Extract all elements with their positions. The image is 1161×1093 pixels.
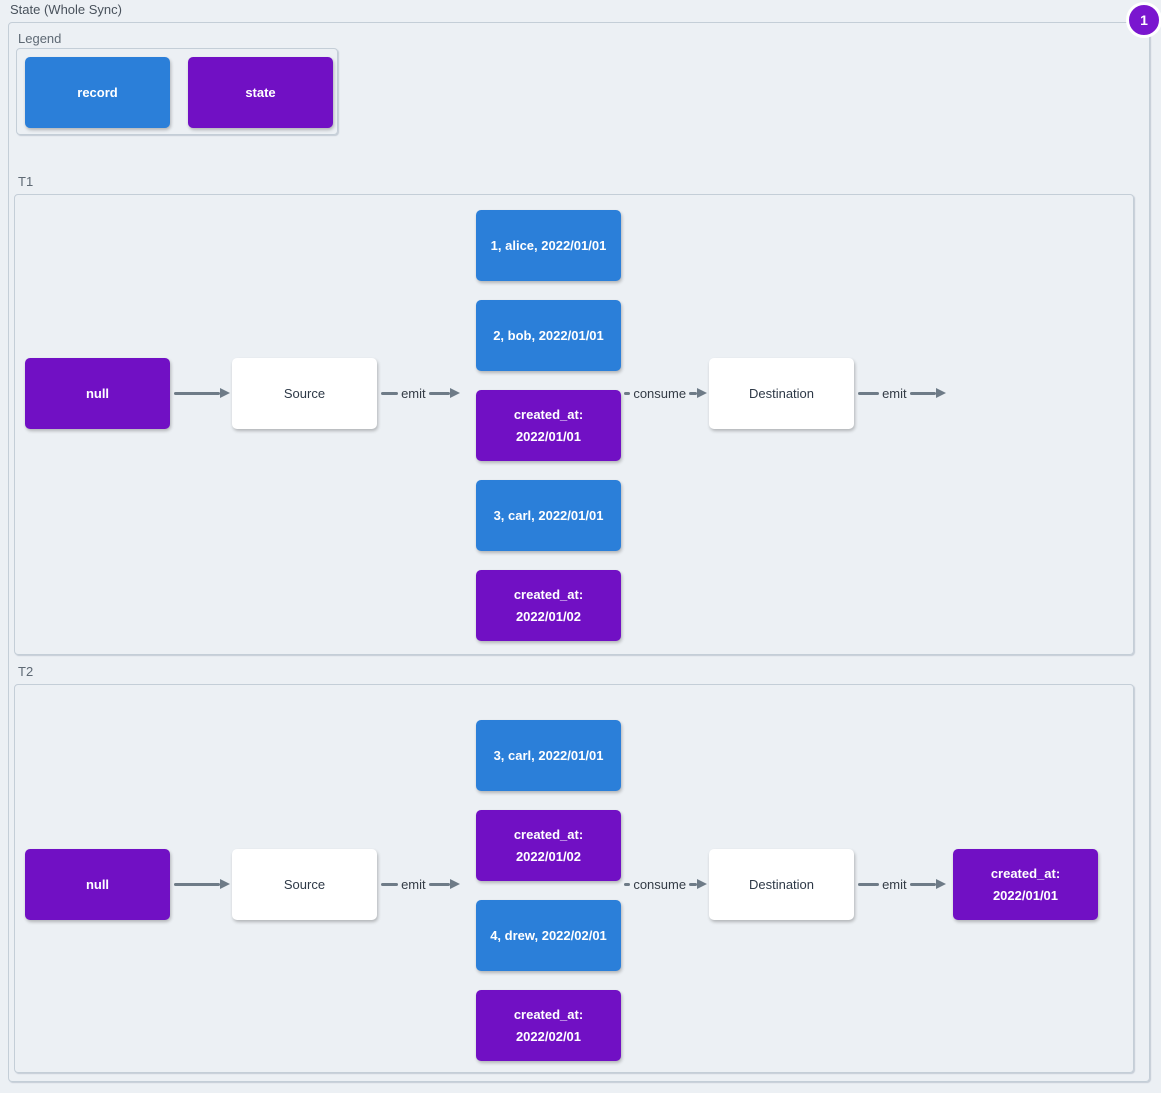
edge-label: consume	[633, 385, 687, 401]
legend-label: Legend	[18, 31, 62, 46]
record-node: 4, drew, 2022/02/01	[476, 900, 621, 971]
edge-line	[428, 882, 450, 886]
edge-line	[689, 882, 697, 886]
section-container-t1	[14, 194, 1134, 655]
record-node: 2, bob, 2022/01/01	[476, 300, 621, 371]
state-node: created_at: 2022/01/02	[476, 810, 621, 881]
arrowhead-icon	[697, 388, 707, 398]
state-node: created_at: 2022/01/02	[476, 570, 621, 641]
arrowhead-icon	[450, 388, 460, 398]
legend-record-node: record	[25, 57, 170, 128]
edge-label: emit	[401, 385, 426, 401]
edge-emit-in: emit	[381, 876, 460, 892]
edge-consume: consume	[624, 385, 707, 401]
edge-line	[428, 391, 450, 395]
record-node: 1, alice, 2022/01/01	[476, 210, 621, 281]
arrowhead-icon	[450, 879, 460, 889]
outer-container	[8, 22, 1150, 1082]
page-title: State (Whole Sync)	[10, 2, 122, 17]
edge-line	[174, 391, 220, 395]
edge-emit-out: emit	[858, 876, 946, 892]
arrowhead-icon	[697, 879, 707, 889]
legend-container	[16, 48, 338, 135]
edge-label: consume	[633, 876, 687, 892]
edge-arrow	[174, 385, 230, 401]
null-state-node: null	[25, 358, 170, 429]
edge-line	[909, 882, 936, 886]
edge-line	[381, 391, 399, 395]
annotation-badge: 1	[1126, 2, 1161, 38]
section-label: T1	[18, 174, 34, 189]
edge-emit-in: emit	[381, 385, 460, 401]
null-state-node: null	[25, 849, 170, 920]
edge-line	[858, 391, 880, 395]
destination-node: Destination	[709, 358, 854, 429]
emitted-state-node: created_at: 2022/01/01	[953, 849, 1098, 920]
arrowhead-icon	[220, 388, 230, 398]
edge-consume: consume	[624, 876, 707, 892]
legend-state-node: state	[188, 57, 333, 128]
edge-line	[381, 882, 399, 886]
state-node: created_at: 2022/02/01	[476, 990, 621, 1061]
edge-line	[174, 882, 220, 886]
edge-label: emit	[401, 876, 426, 892]
edge-emit-out: emit	[858, 385, 946, 401]
edge-line	[624, 391, 631, 395]
edge-label: emit	[882, 385, 907, 401]
arrowhead-icon	[220, 879, 230, 889]
edge-arrow	[174, 876, 230, 892]
destination-node: Destination	[709, 849, 854, 920]
edge-line	[689, 391, 697, 395]
section-container-t2	[14, 684, 1134, 1073]
section-label: T2	[18, 664, 34, 679]
edge-line	[909, 391, 936, 395]
edge-label: emit	[882, 876, 907, 892]
arrowhead-icon	[936, 388, 946, 398]
source-node: Source	[232, 358, 377, 429]
state-node: created_at: 2022/01/01	[476, 390, 621, 461]
record-node: 3, carl, 2022/01/01	[476, 720, 621, 791]
arrowhead-icon	[936, 879, 946, 889]
record-node: 3, carl, 2022/01/01	[476, 480, 621, 551]
edge-line	[858, 882, 880, 886]
source-node: Source	[232, 849, 377, 920]
edge-line	[624, 882, 631, 886]
